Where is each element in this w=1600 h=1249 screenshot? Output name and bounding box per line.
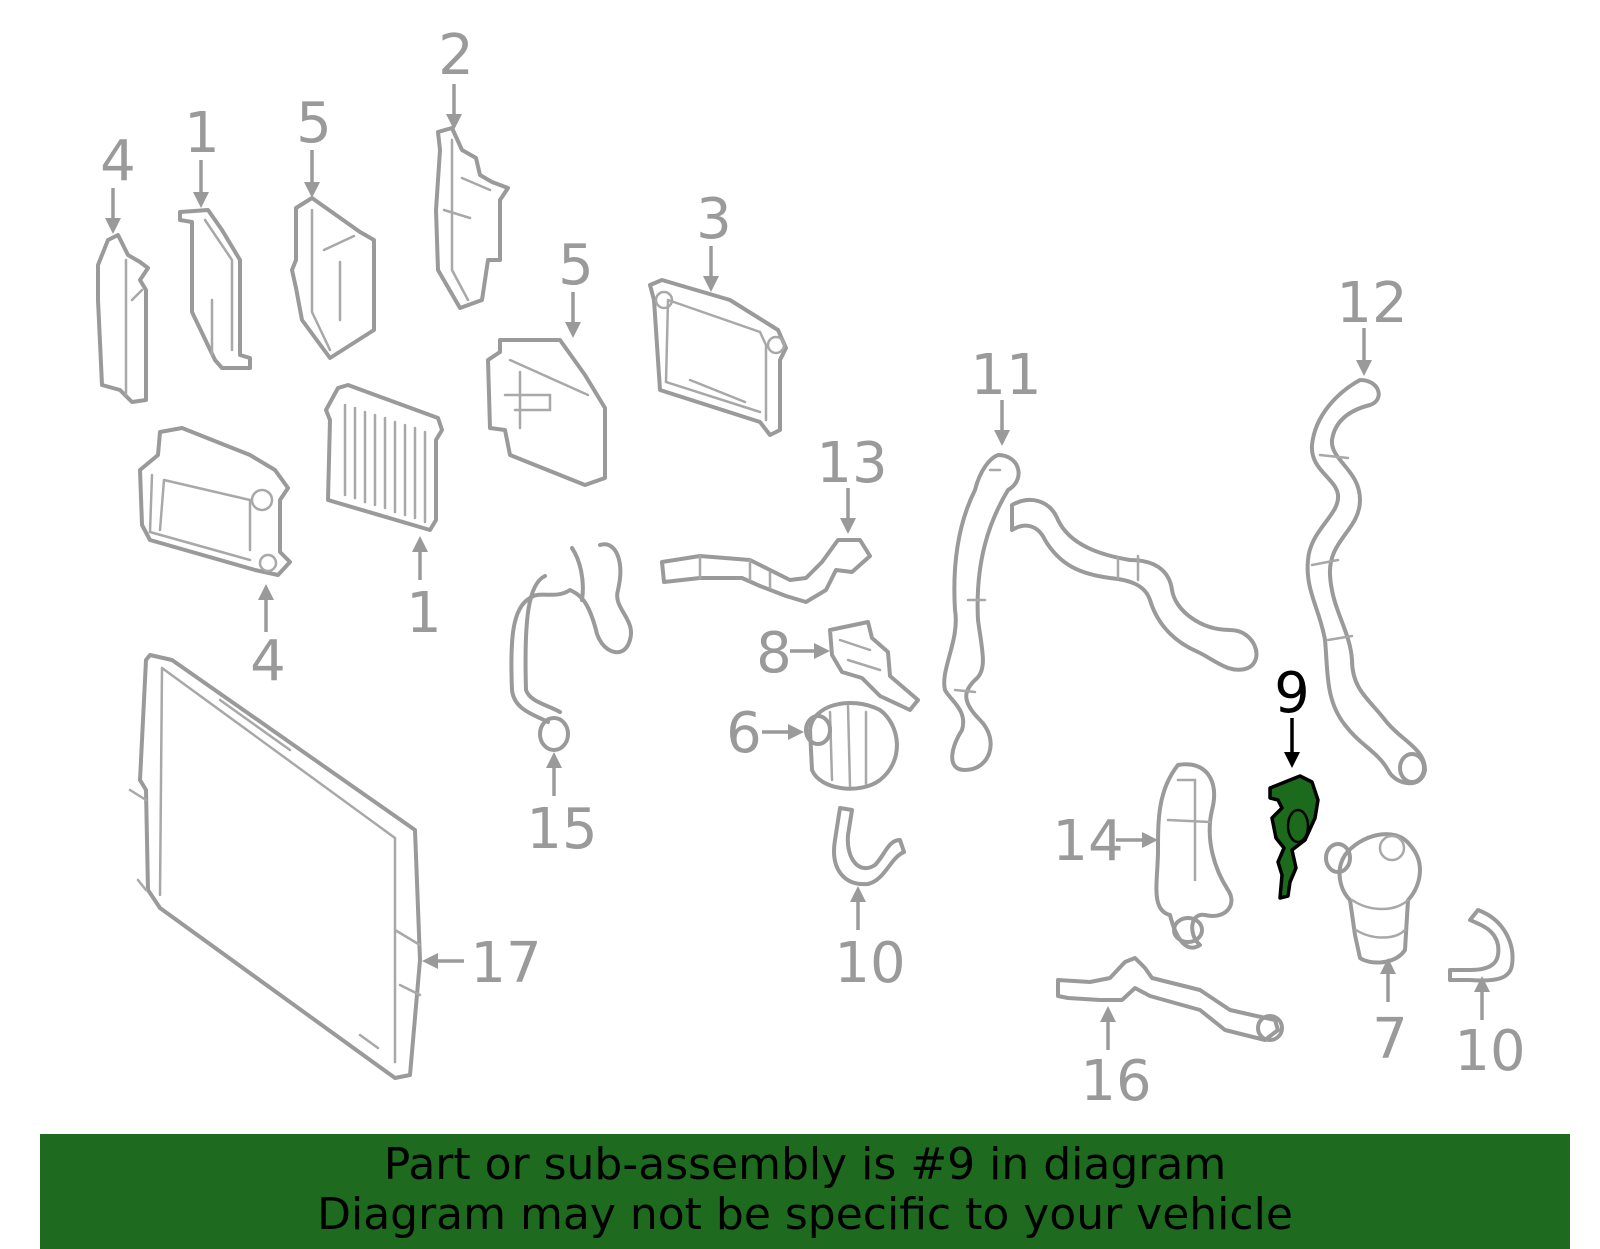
callout-8: 8 — [756, 621, 792, 686]
banner-line-2: Diagram may not be specific to your vehi… — [317, 1189, 1293, 1240]
callout-4-lower: 4 — [250, 629, 286, 694]
part-13-hose — [660, 538, 872, 604]
callout-17: 17 — [470, 931, 541, 996]
part-10-right-clip — [1448, 908, 1515, 983]
part-11-large-hose — [942, 453, 1259, 772]
callout-arrows — [105, 84, 1490, 1050]
callout-15: 15 — [526, 797, 597, 862]
callout-16: 16 — [1080, 1049, 1151, 1114]
part-2-bracket — [434, 126, 510, 310]
part-4-lower-air-guide — [138, 426, 292, 577]
callout-5-upper: 5 — [296, 91, 332, 156]
callout-11: 11 — [970, 343, 1041, 408]
callout-13: 13 — [816, 431, 887, 496]
callout-10-right: 10 — [1454, 1019, 1525, 1084]
part-5-lower-shroud — [486, 338, 607, 487]
part-3-frame — [648, 278, 788, 437]
part-15-hose — [509, 542, 633, 752]
banner-line-1: Part or sub-assembly is #9 in diagram — [383, 1139, 1227, 1190]
part-17-radiator — [128, 653, 422, 1080]
part-5-upper-shroud — [290, 196, 376, 360]
callout-3: 3 — [696, 187, 732, 252]
callout-10-center: 10 — [834, 931, 905, 996]
part-14-hose — [1154, 762, 1234, 950]
callout-5-lower: 5 — [558, 233, 594, 298]
part-9-highlighted-bracket — [1268, 774, 1320, 900]
part-1-lower-aux-cooler — [324, 383, 444, 532]
part-6-aux-pump — [804, 700, 899, 791]
part-4-upper-air-duct — [96, 233, 150, 404]
callout-14: 14 — [1052, 809, 1123, 874]
callout-7: 7 — [1372, 1007, 1408, 1072]
callout-12: 12 — [1336, 271, 1407, 336]
callout-6: 6 — [726, 701, 762, 766]
part-7-electric-pump — [1324, 832, 1422, 965]
callout-1-upper: 1 — [184, 101, 220, 166]
part-8-bracket — [828, 620, 920, 712]
part-10-center-clip — [832, 806, 906, 887]
callout-4-upper: 4 — [100, 129, 136, 194]
parts-diagram: 4 1 5 2 5 3 4 1 11 12 13 8 6 15 9 14 10 … — [96, 23, 1526, 1114]
callout-1-lower: 1 — [406, 581, 442, 646]
part-12-hose — [1305, 378, 1427, 786]
info-banner: Part or sub-assembly is #9 in diagram Di… — [40, 1134, 1570, 1249]
part-1-upper-bracket — [178, 208, 252, 370]
callout-2: 2 — [438, 23, 474, 88]
part-16-hose — [1056, 956, 1284, 1042]
callout-9: 9 — [1274, 661, 1310, 726]
